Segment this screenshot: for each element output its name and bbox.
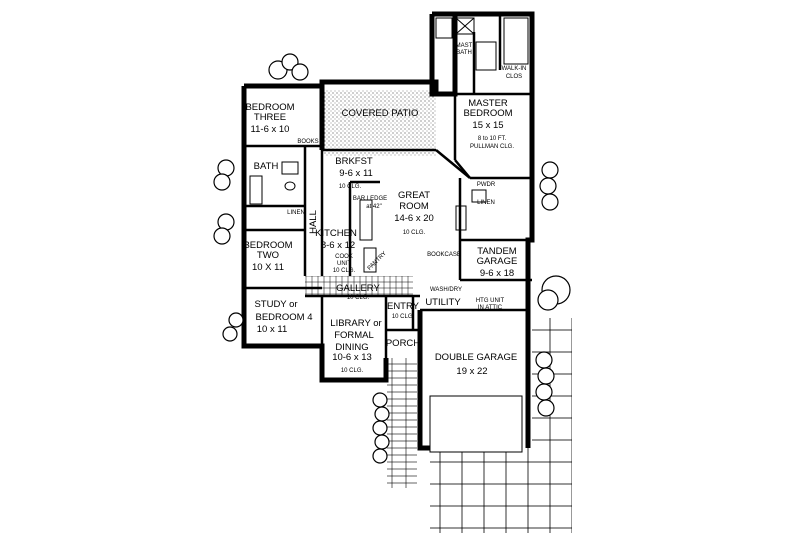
tandem-garage-dims: 9-6 x 18 [480, 268, 514, 279]
walk-in-closet-label-1: WALK-IN [502, 66, 527, 72]
double-garage-label: DOUBLE GARAGE [435, 352, 517, 363]
books-label: BOOKS [297, 139, 318, 145]
bookcase-label: BOOKCASE [427, 252, 461, 258]
library-note: 10 CLG. [341, 368, 364, 374]
walk-in-closet-label-2: CLOS [506, 74, 522, 80]
porch-label: PORCH [386, 338, 420, 349]
utility-label: UTILITY [425, 297, 461, 308]
kitchen-dims: 8-6 x 12 [321, 240, 355, 251]
master-bedroom-note-1: 8 to 10 FT. [478, 136, 507, 142]
bedroom-three-label-1: BEDROOM [245, 102, 294, 113]
master-bath-label-1: MAST [456, 43, 473, 49]
bar-ledge-label-2: at 42" [366, 204, 381, 210]
tandem-garage-label-2: GARAGE [477, 256, 518, 267]
bedroom-two-label-2: TWO [257, 250, 279, 261]
pwdr-label: PWDR [477, 182, 496, 188]
driveway-right [532, 318, 572, 533]
kitchen-note-2: UNIT [337, 261, 351, 267]
great-room-note: 10 CLG. [403, 230, 426, 236]
hall-label: HALL [308, 210, 319, 234]
htg-unit-label-2: IN ATTIC [478, 305, 503, 311]
bath-label: BATH [254, 161, 279, 172]
covered-patio-area [324, 90, 436, 156]
entry-note: 10 CLG. [392, 314, 415, 320]
kitchen-label: KITCHEN [315, 228, 357, 239]
gallery-floor [305, 276, 413, 296]
study-label-2: BEDROOM 4 [255, 312, 312, 323]
bar-ledge-label-1: BAR LEDGE [353, 196, 387, 202]
covered-patio-label: COVERED PATIO [342, 108, 419, 119]
gallery-note: 10 CLG. [347, 295, 370, 301]
gallery-label: GALLERY [336, 283, 380, 294]
htg-unit-label-1: HTG UNIT [476, 298, 505, 304]
master-bedroom-label-2: BEDROOM [463, 108, 512, 119]
study-dims: 10 x 11 [257, 324, 287, 335]
master-bath-label-2: BATH [456, 50, 472, 56]
bedroom-three-dims: 11-6 x 10 [251, 124, 290, 135]
brkfst-note: 10 CLG. [339, 184, 362, 190]
great-room-dims: 14-6 x 20 [394, 213, 434, 224]
library-label-3: DINING [335, 342, 368, 353]
linen-pwdr-label: LINEN [477, 200, 495, 206]
brkfst-label: BRKFST [335, 156, 373, 167]
pantry-label: PANTRY [367, 251, 388, 272]
library-dims: 10-6 x 13 [332, 352, 372, 363]
bedroom-two-dims: 10 X 11 [252, 262, 284, 273]
tandem-garage-label-1: TANDEM [477, 246, 516, 257]
walkway [387, 358, 417, 488]
wash-dry-label: WASH/DRY [430, 287, 462, 293]
bedroom-two-label-1: BEDROOM [243, 240, 292, 251]
interior-walls [244, 14, 532, 358]
entry-label: ENTRY [387, 301, 420, 312]
great-room-label-2: ROOM [399, 201, 429, 212]
kitchen-note-1: COOK [335, 254, 353, 260]
double-garage-dims: 19 x 22 [456, 366, 487, 377]
linen-hall-label: LINEN [287, 210, 305, 216]
library-label-1: LIBRARY or [330, 318, 381, 329]
study-label-1: STUDY or [254, 299, 297, 310]
master-bedroom-dims: 15 x 15 [472, 120, 503, 131]
garage-floor-slab [429, 395, 523, 453]
landscape-trees [213, 53, 571, 464]
kitchen-note-3: 10 CLG. [333, 268, 356, 274]
library-label-2: FORMAL [334, 330, 374, 341]
great-room-label-1: GREAT [398, 190, 430, 201]
master-bedroom-note-2: PULLMAN CLG. [470, 144, 514, 150]
master-bedroom-label-1: MASTER [468, 98, 508, 109]
brkfst-dims: 9-6 x 11 [339, 168, 373, 179]
fixtures [249, 17, 529, 273]
bedroom-three-label-2: THREE [254, 112, 286, 123]
